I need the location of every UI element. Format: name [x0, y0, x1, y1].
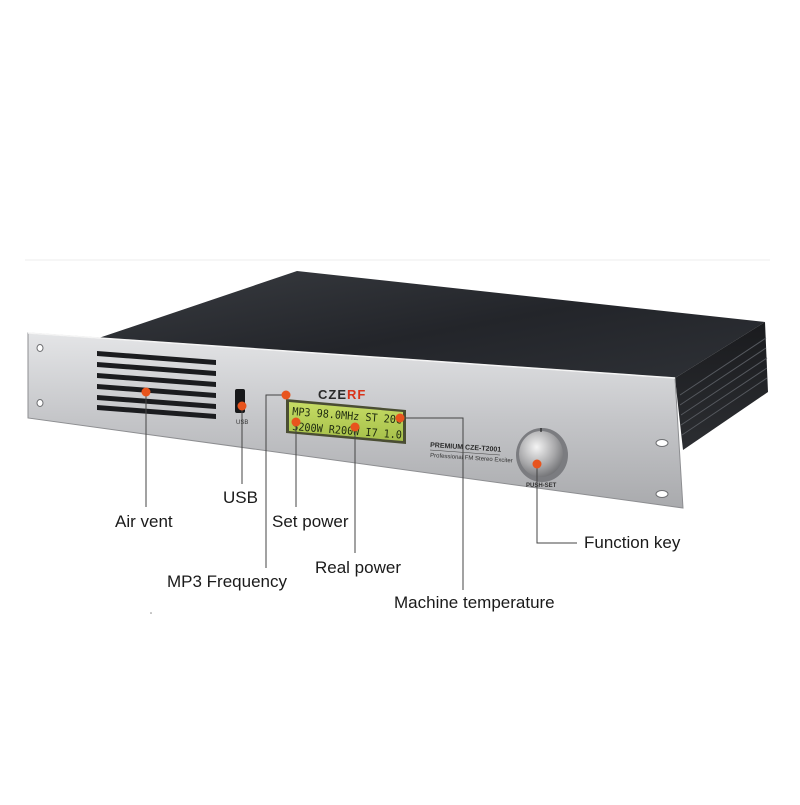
callout-machine-temperature: Machine temperature: [394, 593, 555, 612]
cooling-fins: [679, 337, 768, 436]
marker-machine-temperature: [395, 413, 405, 423]
callout-set-power: Set power: [272, 512, 349, 531]
callout-air-vent: Air vent: [115, 512, 173, 531]
marker-function-key: [532, 459, 542, 469]
callout-function-key: Function key: [584, 533, 681, 552]
callout-lines: [145, 392, 577, 590]
panel-edge: [27, 332, 676, 379]
marker-mp3-frequency: [281, 390, 291, 400]
callout-real-power: Real power: [315, 558, 401, 577]
rack-holes: [36, 344, 669, 498]
brand-logo: CZERF: [318, 387, 366, 402]
callout-markers: [141, 387, 542, 469]
lcd-screen: [289, 402, 403, 441]
knob-label: PUSH-SET: [526, 483, 557, 489]
stray-dot: [150, 612, 152, 614]
model-underline: [429, 449, 501, 456]
chassis-side: [675, 322, 768, 450]
air-vent-slots: [97, 351, 216, 419]
function-knob[interactable]: [519, 431, 563, 477]
callout-mp3-frequency: MP3 Frequency: [167, 572, 287, 591]
model-subtitle: Professional FM Stereo Exciter: [430, 453, 513, 464]
marker-air-vent: [141, 387, 151, 397]
marker-set-power: [291, 417, 301, 427]
marker-usb: [237, 401, 247, 411]
model-name: PREMIUM CZE-T2001: [430, 442, 502, 454]
marker-real-power: [350, 422, 360, 432]
callout-usb: USB: [223, 488, 258, 507]
